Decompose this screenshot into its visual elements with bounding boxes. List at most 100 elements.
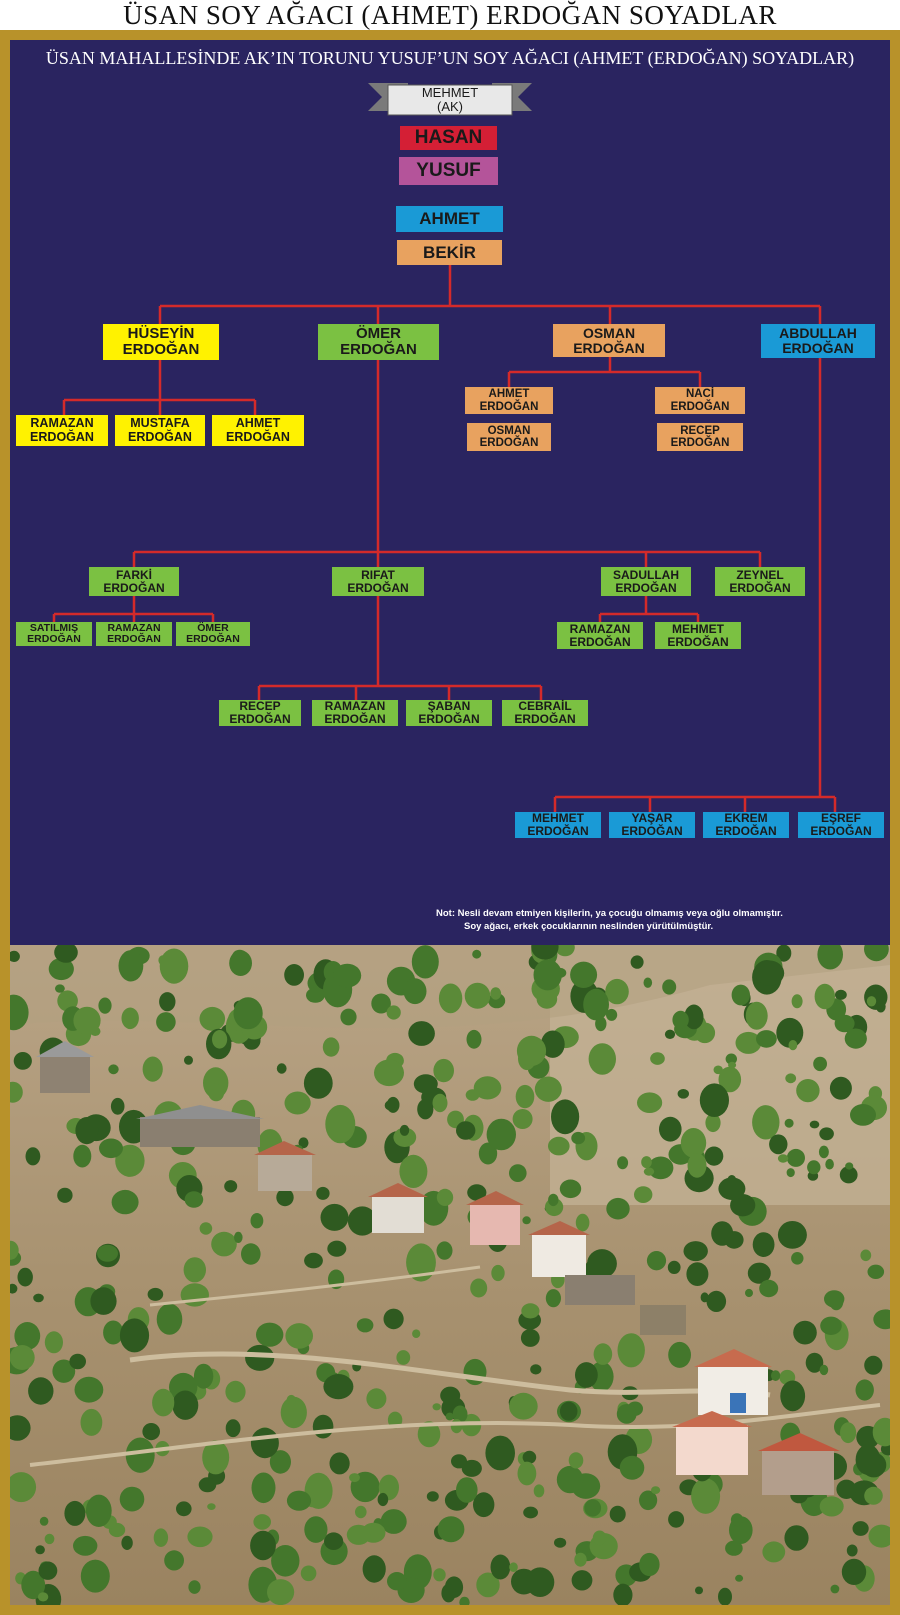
node-ramazan-erdogan-rifat: RAMAZAN ERDOĞAN <box>312 700 398 726</box>
photo-tree-shape <box>491 1264 505 1282</box>
photo-tree-shape <box>512 1109 533 1129</box>
photo-tree-shape <box>21 1570 46 1600</box>
photo-tree-shape <box>323 1374 354 1400</box>
photo-tree-shape <box>568 1452 584 1469</box>
node-ramazan-erdogan-farki: RAMAZAN ERDOĞAN <box>96 622 172 646</box>
photo-tree-shape <box>650 1052 665 1065</box>
photo-tree-shape <box>780 1380 806 1412</box>
photo-tree-shape <box>834 1014 855 1033</box>
node-label: ERDOĞAN <box>229 712 291 726</box>
node-label: CEBRAİL <box>518 699 572 714</box>
photo-tree-shape <box>548 1136 570 1156</box>
node-label: ERDOĞAN <box>527 824 589 838</box>
photo-tree-shape <box>651 1486 661 1494</box>
photo-tree-shape <box>472 949 482 959</box>
photo-tree-shape <box>521 1303 540 1319</box>
photo-tree-shape <box>183 1257 206 1283</box>
node-label: ERDOĞAN <box>667 634 729 649</box>
photo-tree-shape <box>605 978 629 1005</box>
photo-tree-shape <box>819 1496 844 1517</box>
photo-tree-shape <box>324 1532 344 1550</box>
photo-tree-shape <box>791 994 803 1009</box>
photo-tree-shape <box>153 1528 169 1547</box>
photo-tree-shape <box>551 1099 580 1135</box>
photo-tree-shape <box>452 1405 468 1423</box>
photo-tree-shape <box>533 959 562 991</box>
photo-tree-shape <box>706 1290 727 1312</box>
photo-tree-shape <box>559 1401 578 1421</box>
photo-tree-shape <box>399 1154 428 1188</box>
photo-tree-shape <box>119 1318 150 1353</box>
photo-tree-shape <box>97 1244 118 1262</box>
photo-tree-shape <box>10 950 20 962</box>
photo-tree-shape <box>356 1318 374 1333</box>
photo-tree-shape <box>234 1231 243 1243</box>
node-label: AHMET <box>235 416 281 431</box>
node-omer-erdogan: ÖMER ERDOĞAN <box>318 324 439 360</box>
photo-tree-shape <box>250 1213 264 1229</box>
tree-panel <box>10 40 890 945</box>
photo-tree-shape <box>793 1320 817 1345</box>
photo-tree-shape <box>14 1322 41 1350</box>
photo-tree-shape <box>10 994 29 1031</box>
photo-tree-shape <box>440 1386 461 1405</box>
photo-tree-shape <box>271 1545 300 1577</box>
photo-tree-shape <box>786 1148 806 1167</box>
photo-tree-shape <box>121 1007 139 1030</box>
photo-tree-shape <box>380 1509 407 1534</box>
photo-tree-shape <box>559 1179 582 1199</box>
photo-tree-shape <box>327 1240 347 1257</box>
photo-tree-shape <box>522 1216 531 1225</box>
photo-tree-shape <box>829 1292 844 1311</box>
node-label: ZEYNEL <box>736 567 784 582</box>
photo-tree-shape <box>412 1329 421 1338</box>
photo-tree-shape <box>207 1503 216 1510</box>
photo-tree-shape <box>864 945 889 962</box>
photo-tree-shape <box>668 1511 685 1528</box>
photo-tree-shape <box>371 993 391 1014</box>
photo-tree-shape <box>814 983 835 1010</box>
photo-tree-shape <box>464 982 491 1009</box>
photo-tree-shape <box>776 945 792 962</box>
photo-tree-shape <box>98 997 112 1014</box>
hillside-illustration <box>10 945 890 1605</box>
node-label: NACİ <box>685 388 715 401</box>
photo-tree-shape <box>515 1084 535 1109</box>
photo-tree-shape <box>57 1187 73 1203</box>
photo-tree-shape <box>686 1262 709 1286</box>
photo-tree-shape <box>346 1524 371 1545</box>
photo-tree-shape <box>486 1118 516 1151</box>
photo-tree-shape <box>619 1455 645 1480</box>
photo-tree-shape <box>687 1153 707 1178</box>
photo-tree-shape <box>784 1118 794 1128</box>
photo-tree-shape <box>839 1166 858 1184</box>
photo-tree-shape <box>125 1437 155 1473</box>
node-label: RIFAT <box>361 567 395 582</box>
photo-tree-shape <box>74 1376 104 1403</box>
node-label: RECEP <box>239 699 281 714</box>
photo-tree-shape <box>276 1063 287 1074</box>
photo-tree-shape <box>73 1535 98 1556</box>
node-label: (AK) <box>437 99 463 114</box>
photo-tree-shape <box>809 1120 820 1129</box>
photo-tree-shape <box>473 1076 502 1100</box>
photo-tree-shape <box>52 1359 76 1383</box>
page-title: ÜSAN SOY AĞACI (AHMET) ERDOĞAN SOYADLAR <box>123 0 777 30</box>
photo-tree-shape <box>229 950 253 976</box>
photo-tree-shape <box>374 1059 404 1087</box>
photo-tree-shape <box>438 983 463 1014</box>
node-label: HÜSEYİN <box>127 325 195 343</box>
photo-tree-shape <box>417 1421 441 1448</box>
photo-tree-shape <box>540 1030 565 1058</box>
photo-tree-shape <box>755 960 785 986</box>
photo-tree-shape <box>680 1128 707 1158</box>
photo-tree-shape <box>436 1241 453 1260</box>
photo-tree-shape <box>241 1243 261 1265</box>
photo-tree-shape <box>73 1006 101 1035</box>
photo-tree-shape <box>699 1083 730 1117</box>
photo-tree-shape <box>634 1186 653 1203</box>
photo-tree-shape <box>436 1188 454 1206</box>
node-ahmet-erdogan-osman: AHMET ERDOĞAN <box>465 387 553 414</box>
photo-tree-shape <box>718 1066 742 1093</box>
photo-tree-shape <box>304 1516 328 1543</box>
